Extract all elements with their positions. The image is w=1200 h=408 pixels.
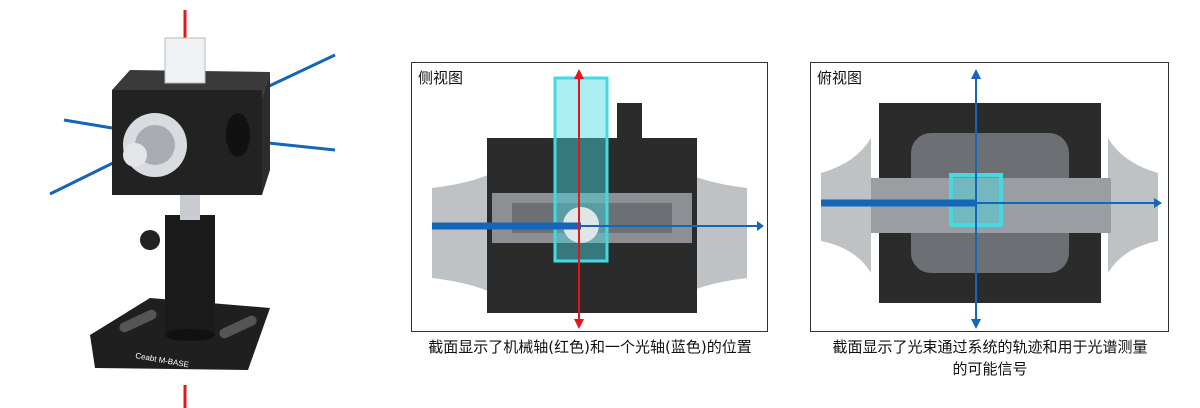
side-view-caption: 截面显示了机械轴(红色)和一个光轴(蓝色)的位置	[428, 338, 752, 356]
top-view-cross-section	[821, 69, 1162, 329]
top-view-title: 俯视图	[817, 69, 863, 87]
top-view-caption-line2: 的可能信号	[952, 360, 1028, 378]
cuvette-holder-photo: Ceabt M-BASE	[49, 10, 336, 408]
top-view-caption-line1: 截面显示了光束通过系统的轨迹和用于光谱测量	[832, 338, 1148, 356]
top-view-caption: 截面显示了光束通过系统的轨迹和用于光谱测量 的可能信号	[800, 336, 1180, 380]
post-holder	[165, 215, 215, 335]
side-view-panel: 侧视图	[411, 62, 768, 332]
side-view-title: 侧视图	[418, 69, 464, 87]
side-view-cross-section	[432, 69, 764, 329]
cuvette	[164, 37, 206, 84]
top-view-panel: 俯视图	[810, 62, 1169, 332]
